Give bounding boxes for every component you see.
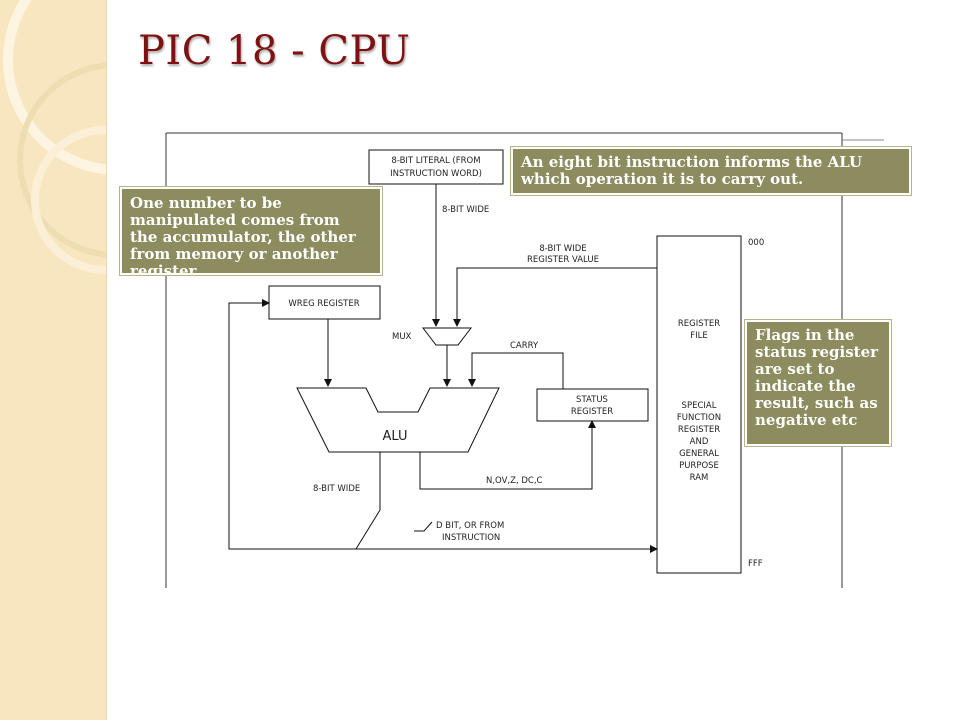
callout-flags: Flags in the status register are set to …	[744, 319, 892, 447]
alu-shape	[296, 387, 500, 453]
callout-instruction: An eight bit instruction informs the ALU…	[510, 146, 912, 196]
decorative-stripe	[0, 0, 107, 720]
carry-label: CARRY	[510, 341, 539, 351]
mux-label: MUX	[392, 332, 412, 342]
literal-label-line2: INSTRUCTION WORD)	[390, 169, 482, 179]
register-file-line1: REGISTER	[678, 319, 720, 329]
literal-width-label: 8-BIT WIDE	[442, 205, 489, 215]
register-file-line5: FUNCTION	[677, 413, 721, 423]
register-file-line7: AND	[690, 437, 709, 447]
carry-arrow	[468, 352, 564, 389]
register-file-line10: RAM	[690, 473, 709, 483]
register-file-line4: SPECIAL	[682, 401, 717, 411]
flags-label: N,OV,Z, DC,C	[486, 476, 543, 486]
register-value-arrow	[453, 267, 657, 327]
status-label-line1: STATUS	[576, 395, 608, 405]
register-file-line9: PURPOSE	[679, 461, 719, 471]
callout-operands: One number to be manipulated comes from …	[119, 186, 383, 276]
output-width-label: 8-BIT WIDE	[313, 484, 360, 494]
status-register-box: STATUS REGISTER	[536, 388, 649, 422]
register-file-box: REGISTER FILE SPECIAL FUNCTION REGISTER …	[656, 235, 742, 574]
register-file-line8: GENERAL	[679, 449, 719, 459]
flags-arrow	[419, 420, 596, 490]
address-top-label: 000	[748, 238, 764, 248]
page-title: PIC 18 - CPU	[138, 28, 411, 74]
wreg-label: WREG REGISTER	[288, 299, 359, 309]
literal-label-line1: 8-BIT LITERAL (FROM	[391, 156, 480, 166]
switch-line	[355, 509, 381, 550]
wreg-register-box: WREG REGISTER	[268, 285, 381, 320]
to-wreg-arrow	[228, 299, 356, 550]
status-label-line2: REGISTER	[571, 407, 613, 417]
register-file-line2: FILE	[690, 331, 708, 341]
register-value-label-line1: 8-BIT WIDE	[539, 244, 586, 254]
register-file-line6: REGISTER	[678, 425, 720, 435]
dest-pointer-line	[414, 521, 433, 532]
dest-label-line2: INSTRUCTION	[442, 533, 500, 543]
address-bottom-label: FFF	[748, 559, 763, 569]
literal-box: 8-BIT LITERAL (FROM INSTRUCTION WORD)	[368, 149, 504, 185]
mux-shape	[421, 327, 473, 346]
decorative-circles	[3, 0, 106, 274]
dest-label-line1: D BIT, OR FROM	[436, 521, 504, 531]
alu-label: ALU	[382, 429, 407, 444]
register-value-label-line2: REGISTER VALUE	[527, 255, 599, 265]
